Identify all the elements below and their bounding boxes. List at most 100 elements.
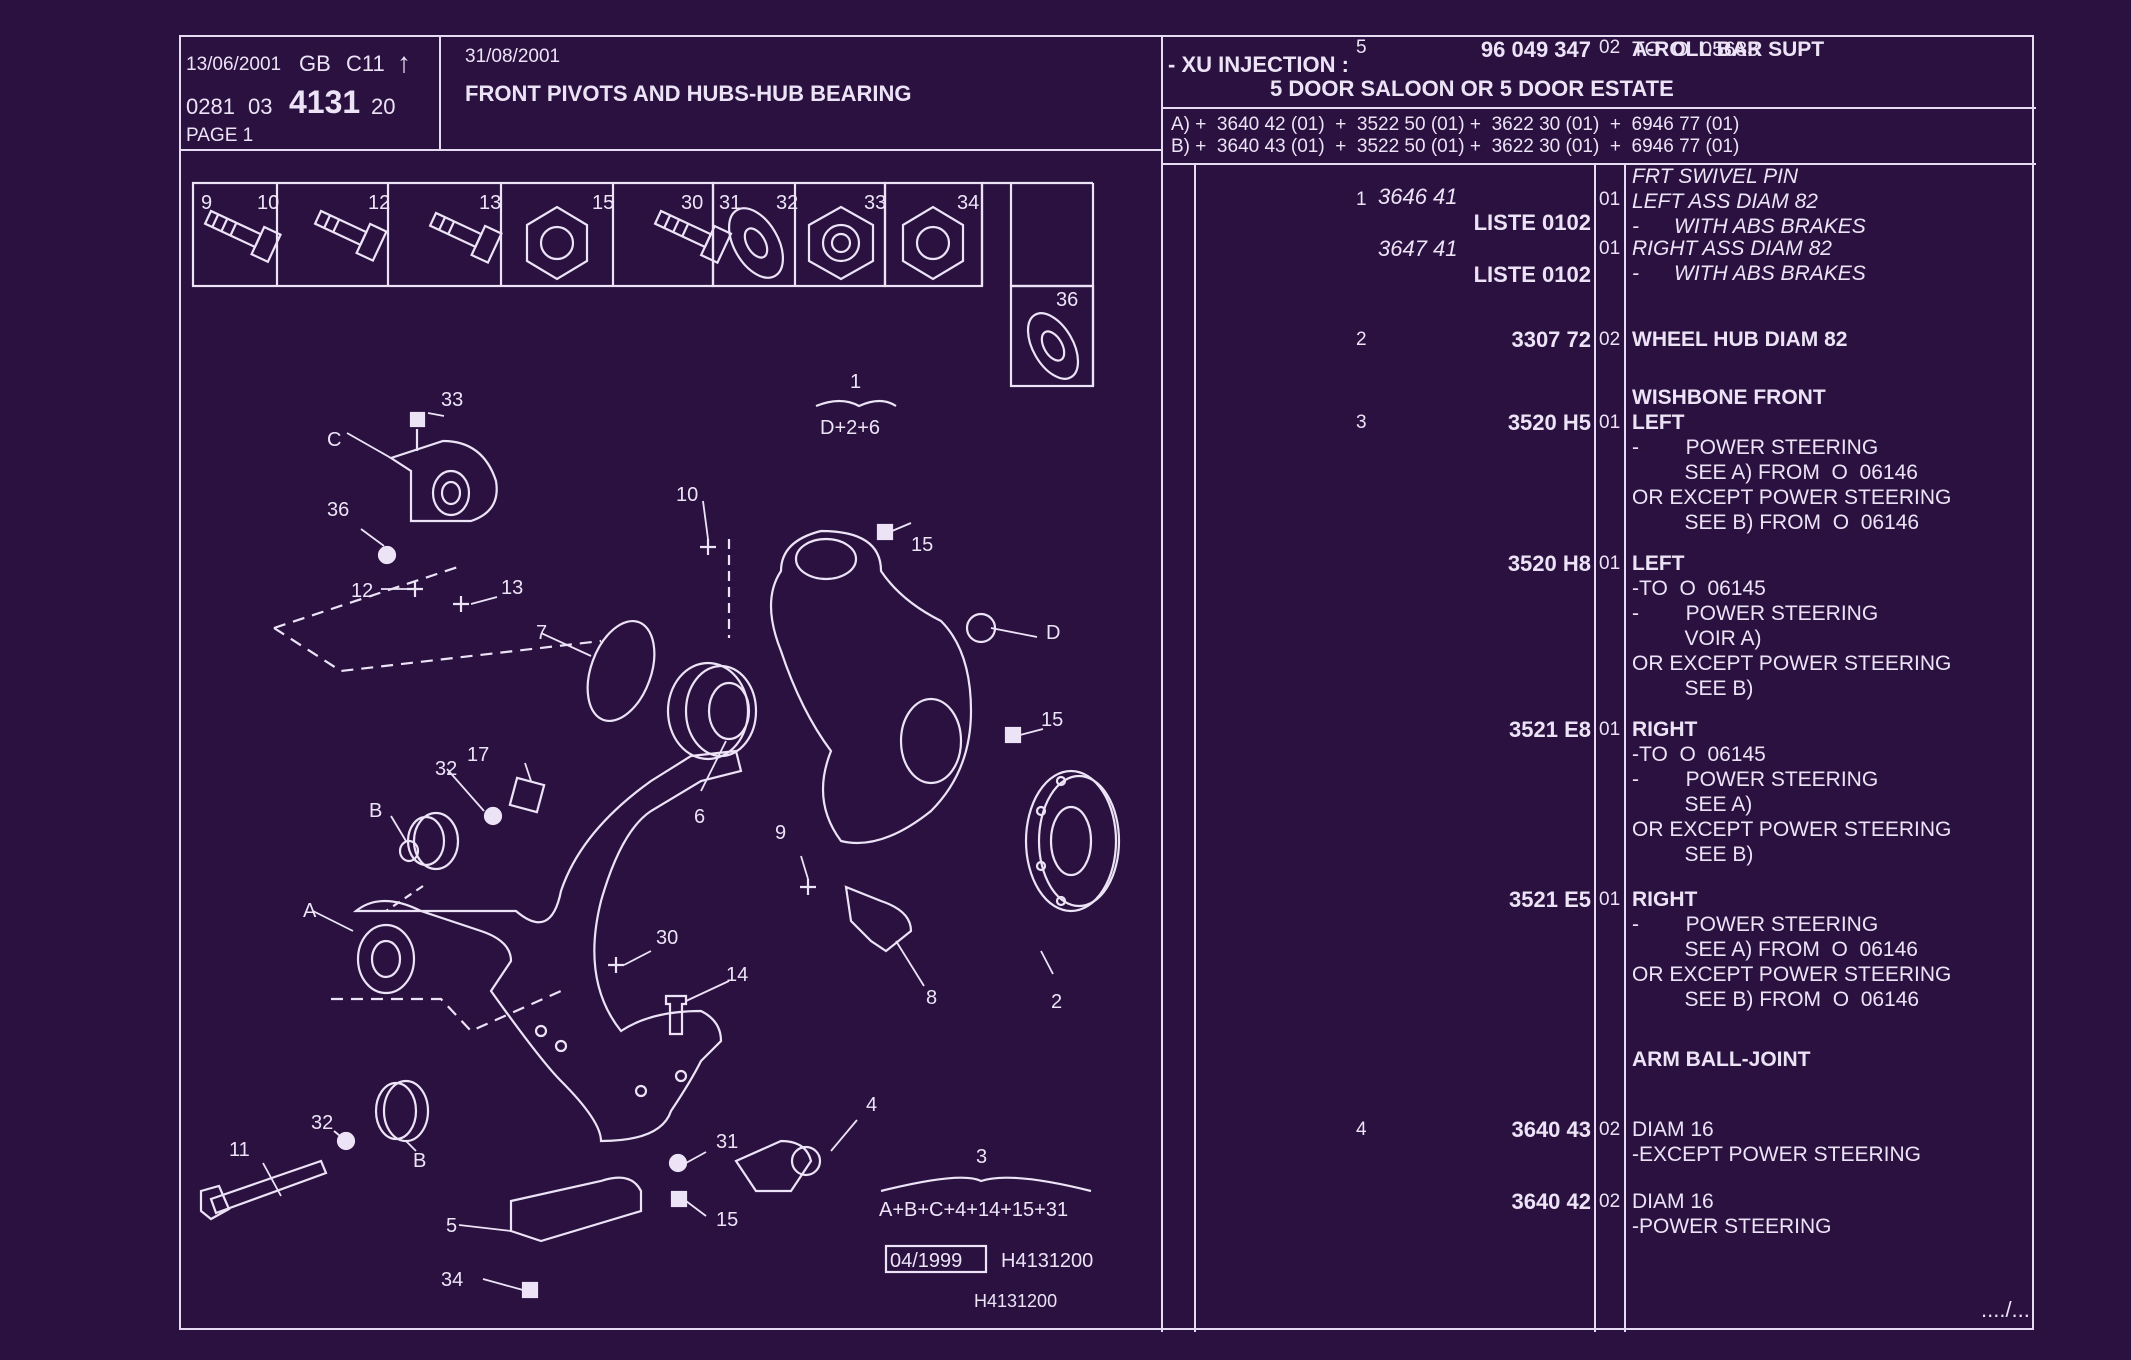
callout-label: B [369, 800, 382, 822]
part-desc-line: SEE A) FROM O 06146 [1632, 938, 1918, 961]
bolt-12 [407, 581, 423, 597]
group1-number: 1 [850, 371, 861, 393]
part-desc-line: SEE B) [1632, 843, 1754, 866]
part-desc-line: -TO O 06145 [1632, 743, 1766, 766]
callout-label: 10 [676, 484, 698, 506]
part-desc-line: ARM BALL-JOINT [1632, 1048, 1811, 1071]
part-desc-line: SEE B) [1632, 677, 1754, 700]
nut-34 [521, 1281, 539, 1299]
header-divider-vert [439, 37, 441, 149]
shim-17 [508, 776, 546, 814]
callout-label: 12 [351, 580, 373, 602]
part-desc-line: RIGHT ASS DIAM 82 [1632, 237, 1832, 260]
thumb-label: 15 [592, 192, 614, 214]
thumb-label: 34 [957, 192, 979, 214]
callout-label: 36 [327, 499, 349, 521]
part-desc-line: - POWER STEERING [1632, 768, 1879, 791]
part-ref: 96 049 347 [1480, 37, 1591, 62]
bolt-11 [199, 1159, 328, 1221]
header-ref-main: 4131 [289, 84, 361, 120]
nut-15-upper [876, 523, 894, 541]
continued-marker: ..../... [1981, 1297, 2030, 1322]
header-code: C11 [346, 51, 385, 76]
header-date: 13/06/2001 [186, 54, 282, 75]
part-qty: 02 [1599, 37, 1621, 58]
part-desc-line: LEFT ASS DIAM 82 [1632, 190, 1818, 213]
callout-label: 14 [726, 964, 748, 986]
header-ref-a: 0281 [186, 94, 235, 119]
part-desc-line: A-ROLL BAR SUPT [1632, 38, 1825, 61]
thumb-label: 33 [864, 192, 886, 214]
date-stamp: 04/1999 [890, 1250, 962, 1272]
part-desc-line: OR EXCEPT POWER STEERING [1632, 652, 1952, 675]
cross-9 [800, 879, 816, 895]
ball-joint-4 [734, 1139, 822, 1193]
callout-label: 31 [716, 1131, 738, 1153]
part-qty: 01 [1599, 889, 1621, 910]
nut-15-mid [1004, 726, 1022, 744]
drawing-ref: H4131200 [1001, 1250, 1093, 1272]
part-desc-line: - POWER STEERING [1632, 913, 1879, 936]
washer-32-upper [483, 806, 503, 826]
main-divider [1161, 37, 1163, 1332]
circlip-7 [586, 619, 656, 723]
part-desc-line: SEE A) FROM O 06146 [1632, 461, 1918, 484]
drawing-ref-bottom: H4131200 [974, 1291, 1057, 1311]
part-desc-line: RIGHT [1632, 718, 1698, 741]
part-ref: 3640 43 [1511, 1117, 1591, 1142]
part-desc-line: TO O 05683 [1632, 38, 1759, 61]
thumb-label: 32 [776, 192, 798, 214]
group-labels: 1 D+2+6 3 A+B+C+4+14+15+31 04/1999 H4131… [820, 371, 1093, 1311]
part-ref: 3640 42 [1511, 1189, 1591, 1214]
part-qty: 02 [1599, 1191, 1621, 1212]
callout-label: A [303, 900, 317, 922]
part-qty: 01 [1599, 412, 1621, 433]
part-desc-line: OR EXCEPT POWER STEERING [1632, 486, 1952, 509]
thumb-label: 31 [719, 192, 741, 214]
part-desc-line: -EXCEPT POWER STEERING [1632, 1143, 1921, 1166]
cross-10 [700, 539, 716, 555]
engine-line: - XU INJECTION : [1168, 52, 1349, 77]
part-index: 3 [1356, 412, 1367, 433]
variant-b: B) + 3640 43 (01) + 3522 50 (01) + 3622 … [1171, 136, 1740, 157]
part-desc-line: OR EXCEPT POWER STEERING [1632, 963, 1952, 986]
col-divider-qty [1624, 163, 1626, 1332]
nut-15-lower [670, 1190, 688, 1208]
part-sub-ref: LISTE 0102 [1473, 210, 1591, 235]
header-date2: 31/08/2001 [465, 46, 561, 67]
thumb-label: 30 [681, 192, 703, 214]
part-desc-line: WISHBONE FRONT [1632, 386, 1826, 409]
body-line: 5 DOOR SALOON OR 5 DOOR ESTATE [1270, 76, 1674, 101]
part-desc-line: - WITH ABS BRAKES [1632, 262, 1866, 285]
part-ref: 3647 41 [1378, 236, 1458, 261]
leader-dashes-B [385, 885, 424, 912]
part-qty: 01 [1599, 238, 1621, 259]
header-divider-right1 [1161, 107, 2036, 109]
part-desc-line: - WITH ABS BRAKES [1632, 215, 1866, 238]
part-desc-line: LEFT [1632, 411, 1685, 434]
part-desc-line: DIAM 16 [1632, 1190, 1714, 1213]
thumb-label: 9 [201, 192, 212, 214]
part-ref: 3307 72 [1511, 327, 1591, 352]
group1-formula: D+2+6 [820, 417, 880, 439]
header-ref-b: 03 [248, 94, 273, 119]
leader-dashes-upper [273, 564, 602, 673]
part-desc-line: OR EXCEPT POWER STEERING [1632, 818, 1952, 841]
callout-label: 6 [694, 806, 705, 828]
part-desc-line: RIGHT [1632, 888, 1698, 911]
callout-label: 17 [467, 744, 489, 766]
date-stamp-box [884, 1244, 988, 1274]
washer-36 [377, 545, 397, 565]
part-ref: 3521 E8 [1509, 717, 1591, 742]
part-desc-line: -POWER STEERING [1632, 1215, 1832, 1238]
callout-label: B [413, 1150, 426, 1172]
shield-8 [844, 885, 913, 953]
callout-label: 32 [311, 1112, 333, 1134]
swivel-pin-D [769, 529, 997, 845]
header-lang: GB [299, 51, 331, 76]
callout-label: 7 [536, 622, 547, 644]
wishbone-front [352, 749, 743, 1143]
variant-a: A) + 3640 42 (01) + 3522 50 (01) + 3622 … [1171, 114, 1740, 135]
exploded-parts-drawing: 33 C 36 12 13 10 15 7 D 15 17 32 B 6 9 A… [191, 181, 1121, 1311]
part-desc-line: VOIR A) [1632, 627, 1762, 650]
